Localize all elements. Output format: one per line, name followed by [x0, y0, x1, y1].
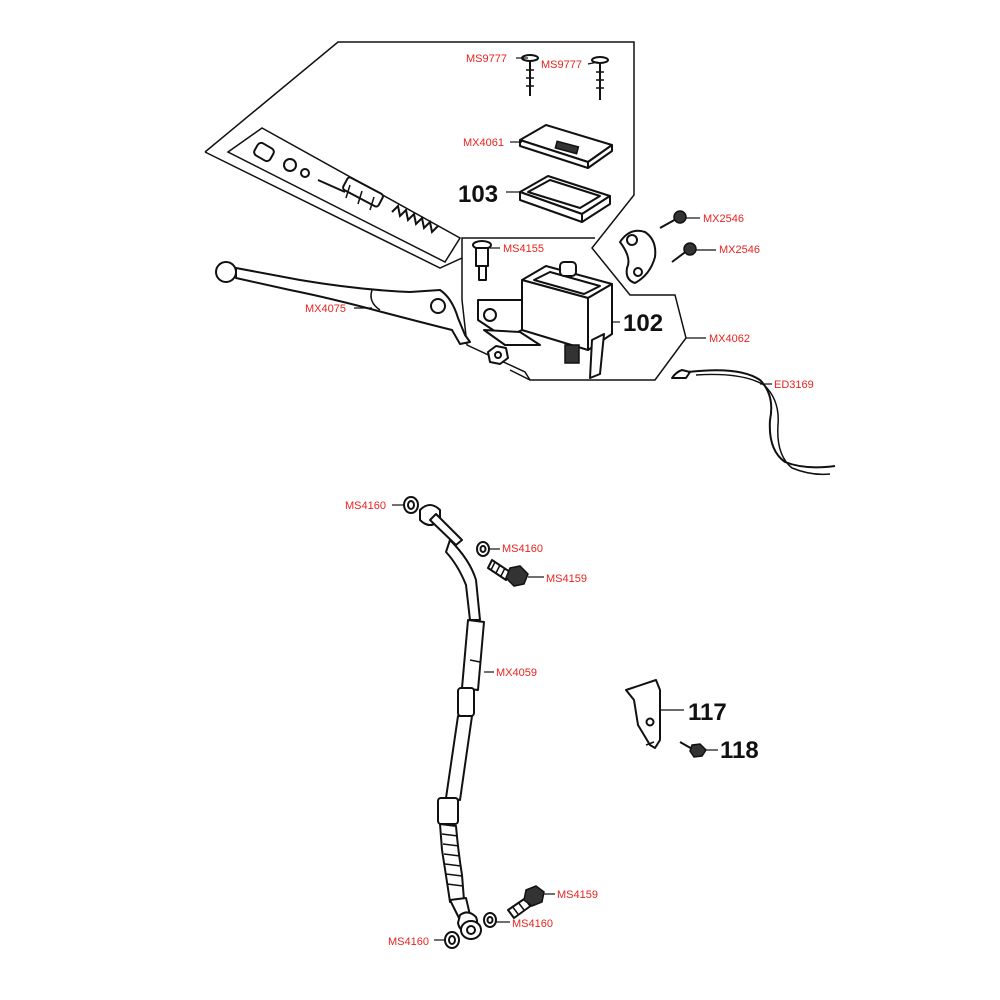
clamp-bolt-2 [671, 242, 697, 263]
leader-lines [354, 57, 772, 941]
piston-spring [391, 203, 439, 235]
seal-ring-2 [300, 168, 310, 178]
label-mx2546-a: MX2546 [703, 213, 744, 225]
label-102: 102 [623, 310, 663, 337]
label-mx4062: MX4062 [709, 333, 750, 345]
banjo-washer-top-right [476, 541, 490, 557]
label-ms4160-d: MS4160 [388, 936, 429, 948]
banjo-fitting-bottom [460, 920, 482, 940]
bracket-bolt [679, 741, 707, 758]
handlebar-clamp [619, 229, 657, 284]
banjo-washer-top-left [403, 496, 419, 514]
banjo-washer-bottom-right [483, 912, 497, 928]
label-ms4159-b: MS4159 [557, 889, 598, 901]
clamp-bolt-1 [659, 210, 687, 229]
cap-screw-1 [521, 54, 539, 96]
master-cylinder-body [477, 261, 613, 379]
label-mx2546-b: MX2546 [719, 244, 760, 256]
banjo-bolt-bottom [507, 885, 545, 919]
cap-screw-2 [591, 56, 609, 100]
banjo-bolt-top [487, 559, 529, 587]
label-117: 117 [688, 699, 727, 726]
diaphragm [519, 175, 611, 223]
piston-cap [253, 141, 275, 163]
piston-kit [253, 141, 439, 235]
label-ms9777-b: MS9777 [541, 59, 582, 71]
label-118: 118 [720, 737, 759, 764]
pivot-bolt [472, 240, 492, 281]
brake-hose [419, 504, 485, 933]
label-ms9777-a: MS9777 [466, 53, 507, 65]
label-ms4155: MS4155 [503, 243, 544, 255]
label-ed3169: ED3169 [774, 379, 814, 391]
label-103: 103 [458, 181, 498, 208]
label-mx4061: MX4061 [463, 137, 504, 149]
master-cylinder-outline [204, 41, 687, 381]
label-ms4159-a: MS4159 [546, 573, 587, 585]
reservoir-cap [519, 124, 613, 169]
brake-lever [215, 261, 471, 345]
piston [317, 176, 384, 211]
labels: MS9777 MS9777 MX4061 103 MX2546 MX2546 M… [305, 53, 814, 948]
label-mx4059: MX4059 [496, 667, 537, 679]
pivot-nut [487, 345, 509, 365]
banjo-washer-bottom-left [444, 931, 460, 949]
hose-bracket [625, 679, 661, 749]
label-ms4160-b: MS4160 [502, 543, 543, 555]
label-ms4160-c: MS4160 [512, 918, 553, 930]
brake-switch-wire [671, 369, 836, 476]
label-mx4075: MX4075 [305, 303, 346, 315]
seal-ring-1 [283, 158, 297, 172]
label-ms4160-a: MS4160 [345, 500, 386, 512]
